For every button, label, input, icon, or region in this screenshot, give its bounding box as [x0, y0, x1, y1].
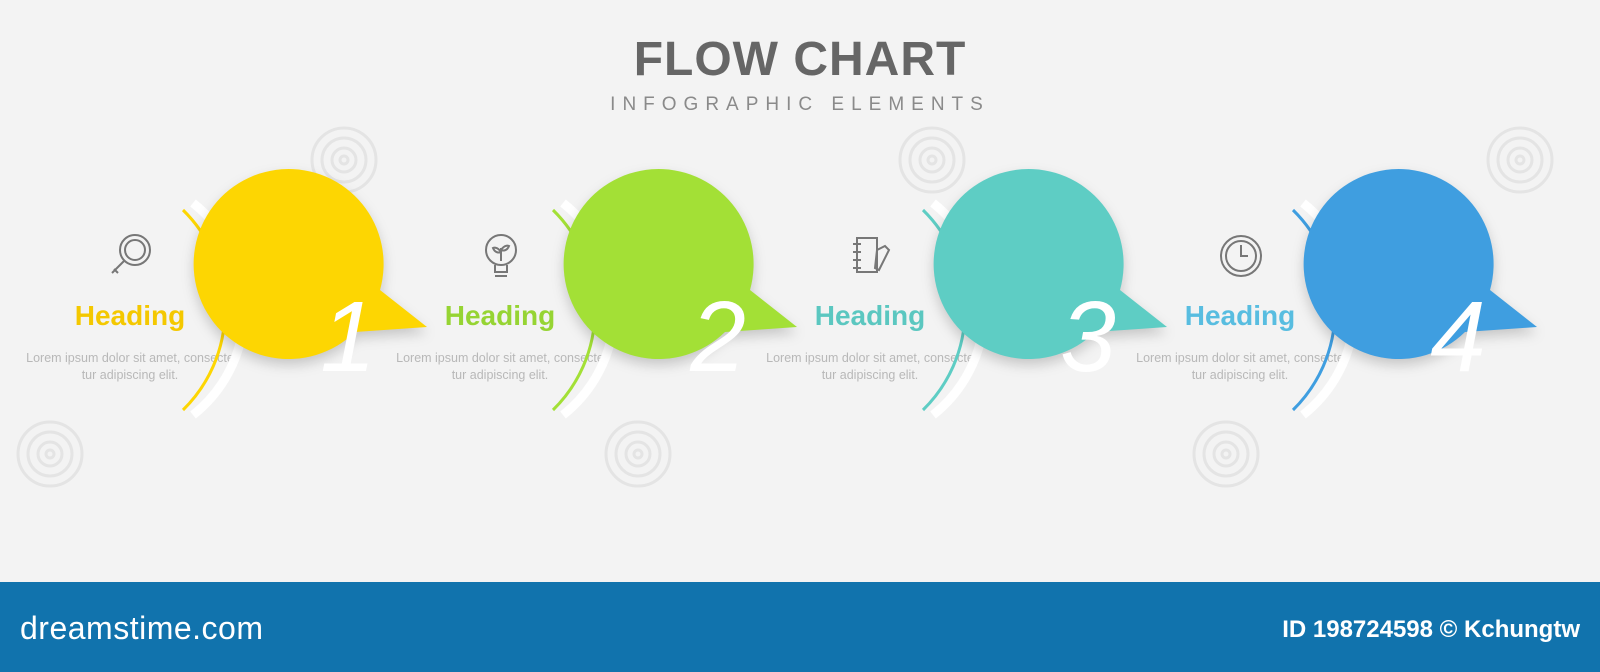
notebook-pencil-icon — [843, 228, 899, 284]
step-heading: Heading — [74, 300, 186, 331]
brand-logo-text[interactable]: dreamstime.com — [20, 610, 264, 646]
step-description: Lorem ipsum dolor sit amet, consecte tur… — [26, 351, 234, 382]
badge-shape — [933, 169, 1167, 360]
magnifier-icon — [103, 228, 159, 284]
watermark-swirl-icon — [604, 420, 672, 488]
watermark-swirl-icon — [1192, 420, 1260, 488]
badge-shape — [1303, 169, 1537, 360]
step-2: Heading Lorem ipsum dolor sit amet, cons… — [395, 0, 797, 582]
step-1: Heading Lorem ipsum dolor sit amet, cons… — [25, 0, 427, 582]
step-heading: Heading — [444, 300, 556, 331]
badge-shape — [193, 169, 427, 360]
step-number-badge: 3 — [921, 169, 1185, 460]
step-number: 2 — [690, 281, 746, 393]
step-description: Lorem ipsum dolor sit amet, consecte tur… — [766, 351, 974, 382]
lightbulb-icon — [473, 228, 529, 284]
step-description: Lorem ipsum dolor sit amet, consecte tur… — [1136, 351, 1344, 382]
step-heading: Heading — [814, 300, 926, 331]
clock-icon — [1213, 228, 1269, 284]
badge-shape — [563, 169, 797, 360]
step-description: Lorem ipsum dolor sit amet, consecte tur… — [396, 351, 604, 382]
step-number-badge: 2 — [551, 169, 815, 460]
step-number-badge: 4 — [1291, 169, 1555, 460]
watermark-swirl-icon — [898, 126, 966, 194]
step-4: Heading Lorem ipsum dolor sit amet, cons… — [1135, 0, 1537, 582]
watermark-swirl-icon — [1486, 126, 1554, 194]
page-subtitle: INFOGRAPHIC ELEMENTS — [610, 94, 990, 115]
watermark-swirl-icon — [16, 420, 84, 488]
step-number-badge: 1 — [181, 169, 445, 460]
infographic-canvas: FLOW CHART INFOGRAPHIC ELEMENTS Heading … — [16, 0, 1554, 582]
footer-bar: dreamstime.com ID 198724598 © Kchungtw — [0, 582, 1600, 672]
step-heading: Heading — [1184, 300, 1296, 331]
step-number: 4 — [1430, 281, 1486, 393]
image-credit: ID 198724598 © Kchungtw — [1282, 616, 1580, 643]
step-number: 3 — [1060, 281, 1116, 393]
page-title: FLOW CHART — [633, 33, 967, 86]
step-number: 1 — [320, 281, 376, 393]
step-3: Heading Lorem ipsum dolor sit amet, cons… — [765, 0, 1167, 582]
